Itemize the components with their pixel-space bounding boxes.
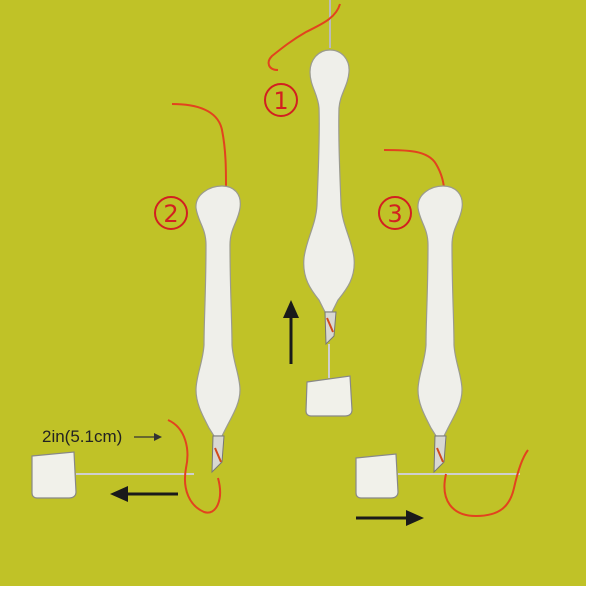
step-1-number: 1 — [273, 87, 288, 115]
step-3-thread-loop — [443, 449, 529, 518]
step-3-needle-eye — [436, 447, 444, 463]
step-1-needle-eye — [326, 317, 334, 333]
step-2-gauge-block — [31, 451, 77, 499]
step-3-group: 3 — [355, 149, 529, 526]
step-2-thread-loop — [167, 419, 222, 514]
step-1-thread — [267, 3, 341, 71]
step-3-badge — [378, 196, 412, 230]
step-3-number: 3 — [387, 200, 402, 228]
measurement-label: 2in(5.1cm) — [42, 427, 122, 446]
step-1-up-arrow-head — [283, 300, 299, 318]
step-1-gauge-block — [305, 375, 353, 417]
step-1-group: 1 — [264, 0, 355, 417]
step-3-right-arrow-head — [406, 510, 424, 526]
background-panel — [0, 0, 586, 586]
step-2-left-arrow-head — [110, 486, 128, 502]
step-2-badge — [154, 196, 188, 230]
step-2-group: 2in(5.1cm) 2 — [31, 103, 241, 514]
step-3-gauge-block — [355, 453, 399, 499]
step-3-thread-top — [383, 149, 445, 191]
step-2-thread-top — [171, 103, 227, 187]
step-2-number: 2 — [163, 200, 178, 228]
step-2-needle-eye — [214, 447, 222, 463]
step-1-badge — [264, 83, 298, 117]
measurement-pointer-head — [154, 433, 162, 441]
